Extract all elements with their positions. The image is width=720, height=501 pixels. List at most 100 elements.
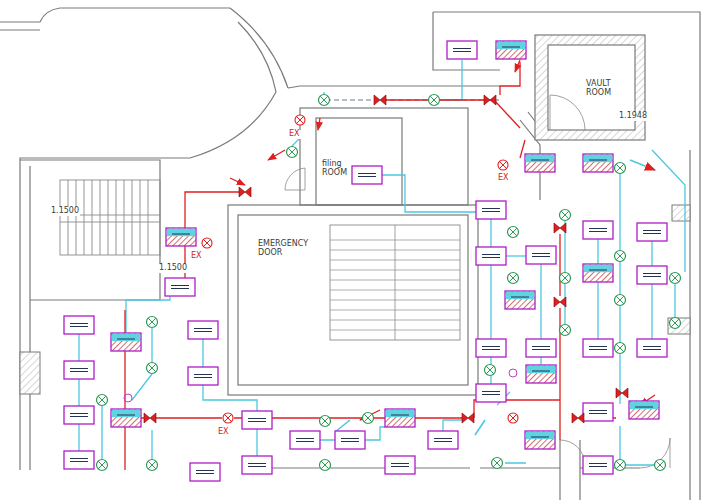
- light-fixture: [242, 456, 272, 474]
- lamp-symbol: [508, 227, 519, 238]
- lamp-symbol: [670, 318, 681, 329]
- exit-symbols: [144, 95, 628, 423]
- light-fixture: [526, 339, 556, 357]
- light-fixture: [188, 321, 218, 339]
- lamps: [97, 95, 681, 471]
- exit-symbol: [554, 297, 566, 307]
- emergency-fixture: [525, 154, 555, 172]
- exit-lines: [335, 160, 655, 435]
- light-fixture: [335, 431, 365, 449]
- lamp-symbol: [615, 251, 626, 262]
- light-fixture: [428, 431, 458, 449]
- light-fixture: [476, 384, 506, 402]
- light-fixture: [476, 201, 506, 219]
- room-label: filing ROOM: [320, 158, 352, 181]
- light-fixture: [385, 456, 415, 474]
- exit-tag: EX: [217, 428, 230, 437]
- light-fixture: [64, 361, 94, 379]
- lamp-symbol: [615, 163, 626, 174]
- exit-sign: [508, 413, 518, 423]
- exit-tag: EX: [497, 174, 510, 183]
- emergency-fixture: [111, 333, 141, 351]
- lamp-symbol: [147, 363, 158, 374]
- emergency-fixture: [629, 401, 659, 419]
- lamp-symbol: [97, 460, 108, 471]
- exit-symbol: [484, 95, 496, 105]
- light-fixture: [637, 339, 667, 357]
- exit-symbol: [554, 223, 566, 233]
- light-fixture: [637, 266, 667, 284]
- room-name: EMERGENCY DOOR: [258, 239, 308, 257]
- level-mark: 1.1500: [158, 264, 188, 273]
- light-fixture: [165, 278, 195, 296]
- light-fixtures: [64, 41, 667, 481]
- exit-symbol: [616, 388, 628, 398]
- emergency-fixture: [111, 409, 141, 427]
- lamp-symbol: [97, 395, 108, 406]
- exit-tag: EX: [288, 130, 301, 139]
- lamp-symbol: [319, 95, 330, 106]
- lamp-symbol: [615, 295, 626, 306]
- lamp-symbol: [560, 325, 571, 336]
- shaft: [228, 205, 478, 395]
- exit-sign: [202, 238, 212, 248]
- light-fixture: [447, 41, 477, 59]
- light-fixture: [476, 247, 506, 265]
- exit-sign: [223, 413, 233, 423]
- level-mark: 1.1948: [618, 112, 648, 121]
- light-fixture: [583, 403, 613, 421]
- light-fixture: [64, 406, 94, 424]
- light-fixture: [64, 316, 94, 334]
- lamp-symbol: [147, 317, 158, 328]
- lamp-symbol: [508, 273, 519, 284]
- lamp-symbol: [429, 95, 440, 106]
- walls: [0, 8, 700, 500]
- lamp-symbol: [615, 460, 626, 471]
- light-fixture: [352, 166, 382, 184]
- light-fixture: [583, 456, 613, 474]
- room-label: EMERGENCY DOOR: [256, 238, 313, 261]
- vault-walls: [535, 35, 645, 140]
- red-wiring: [125, 62, 616, 470]
- exit-sign: [498, 160, 508, 170]
- exit-symbol: [462, 413, 474, 423]
- lamp-symbol: [560, 273, 571, 284]
- light-fixture: [637, 223, 667, 241]
- filing-room-walls: [285, 108, 468, 205]
- light-fixture: [188, 367, 218, 385]
- level-mark: 1.1500: [50, 207, 80, 216]
- lamp-symbol: [615, 343, 626, 354]
- exit-symbol: [572, 413, 584, 423]
- lamp-symbol: [320, 416, 331, 427]
- emergency-fixture: [525, 431, 555, 449]
- emergency-fixture: [496, 41, 526, 59]
- exit-tag: EX: [190, 252, 203, 261]
- exit-sign: [295, 115, 305, 125]
- lamp-symbol: [147, 460, 158, 471]
- lamp-symbol: [655, 460, 666, 471]
- lamp-symbol: [485, 365, 496, 376]
- outlets: [124, 369, 517, 402]
- lamp-symbol: [287, 147, 298, 158]
- emergency-fixture: [166, 228, 196, 246]
- emergency-fixture: [583, 264, 613, 282]
- light-fixture: [290, 431, 320, 449]
- lamp-symbol: [492, 458, 503, 469]
- room-name: filing ROOM: [322, 159, 347, 177]
- home-run-arrows: [230, 60, 655, 420]
- lamp-symbol: [363, 413, 374, 424]
- room-label: VAULT ROOM: [584, 78, 616, 101]
- light-fixture: [242, 411, 272, 429]
- lamp-symbol: [320, 460, 331, 471]
- light-fixture: [526, 246, 556, 264]
- stair: [60, 180, 160, 255]
- light-fixture: [64, 451, 94, 469]
- exit-symbol: [239, 187, 251, 197]
- room-name: VAULT ROOM: [586, 79, 611, 97]
- light-fixture: [583, 221, 613, 239]
- exit-symbol: [374, 95, 386, 105]
- columns: [20, 205, 690, 394]
- emergency-fixture: [583, 154, 613, 172]
- cyan-wiring: [79, 60, 685, 465]
